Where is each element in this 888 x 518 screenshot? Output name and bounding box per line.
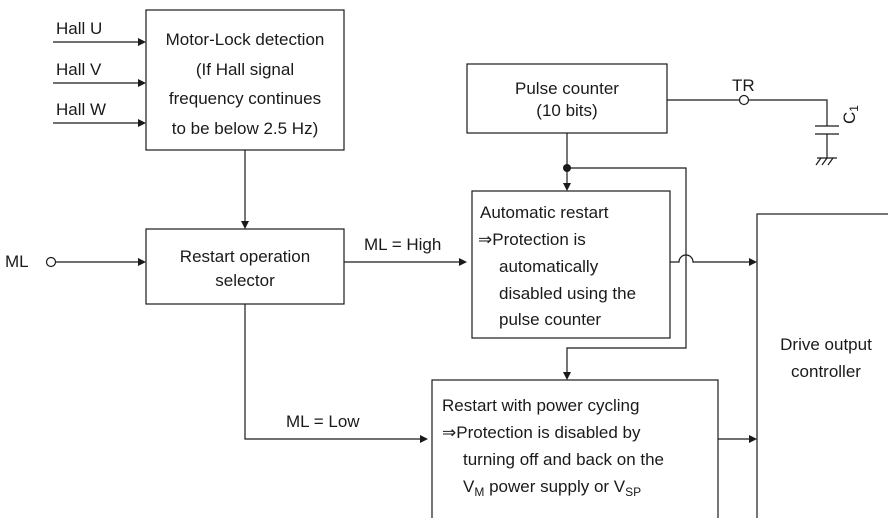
- automatic-restart-box: [471, 190, 671, 339]
- counter-to-auto-arrow: [563, 183, 571, 191]
- motor-lock-line4: to be below 2.5 Hz): [172, 119, 318, 138]
- motor-lock-line1: Motor-Lock detection: [166, 30, 325, 49]
- restart-selector-line2: selector: [215, 271, 275, 290]
- hall-w-label: Hall W: [56, 100, 106, 119]
- ml-low-label: ML = Low: [286, 412, 360, 431]
- power-cycling-restart-box: [431, 379, 719, 518]
- drive-output-controller-box: [756, 213, 888, 518]
- ground-hatch-3: [827, 157, 834, 166]
- auto-to-drive-wire: [670, 254, 750, 263]
- cap-label: C1: [840, 105, 861, 124]
- power-restart-line3: turning off and back on the: [463, 450, 664, 469]
- counter-to-power-arrow: [563, 372, 571, 380]
- pulse-counter-line2: (10 bits): [536, 101, 597, 120]
- pulse-counter-box: [466, 63, 668, 134]
- hall-v-arrow: [138, 79, 146, 87]
- power-restart-line4: VM power supply or VSP: [463, 477, 641, 499]
- lock-to-selector-arrow: [241, 221, 249, 229]
- pulse-counter-line1: Pulse counter: [515, 79, 619, 98]
- auto-restart-line1: Automatic restart: [480, 203, 609, 222]
- motor-lock-detection-box: [145, 9, 345, 151]
- power-restart-line1: Restart with power cycling: [442, 396, 639, 415]
- tr-label: TR: [732, 76, 755, 95]
- restart-selector-line1: Restart operation: [180, 247, 310, 266]
- power-to-drive-arrow: [749, 435, 757, 443]
- motor-lock-line3: frequency continues: [169, 89, 321, 108]
- tr-terminal: [738, 94, 750, 106]
- counter-to-power-wire: [566, 167, 687, 373]
- ml-terminal: [45, 256, 57, 268]
- ml-arrow: [138, 258, 146, 266]
- motor-lock-line2: (If Hall signal: [196, 60, 294, 79]
- auto-restart-line5: pulse counter: [499, 310, 601, 329]
- auto-restart-line2: ⇒Protection is: [478, 230, 586, 249]
- auto-restart-line3: automatically: [499, 257, 599, 276]
- power-restart-line2: ⇒Protection is disabled by: [442, 423, 641, 442]
- hall-u-arrow: [138, 38, 146, 46]
- ml-high-label: ML = High: [364, 235, 441, 254]
- ground-hatch-2: [821, 157, 828, 166]
- drive-output-line1: Drive output: [780, 335, 872, 354]
- auto-restart-line4: disabled using the: [499, 284, 636, 303]
- ml-input-label: ML: [5, 252, 29, 271]
- ml-low-arrow: [420, 435, 428, 443]
- ground-hatch-1: [815, 157, 822, 166]
- tr-to-cap-wire: [749, 99, 828, 126]
- ml-high-arrow: [459, 258, 467, 266]
- hall-w-arrow: [138, 119, 146, 127]
- hall-v-label: Hall V: [56, 60, 102, 79]
- ml-low-wire: [244, 304, 420, 440]
- auto-to-drive-arrow: [749, 258, 757, 266]
- restart-selector-box: [145, 228, 345, 305]
- hall-u-label: Hall U: [56, 19, 102, 38]
- drive-output-line2: controller: [791, 362, 861, 381]
